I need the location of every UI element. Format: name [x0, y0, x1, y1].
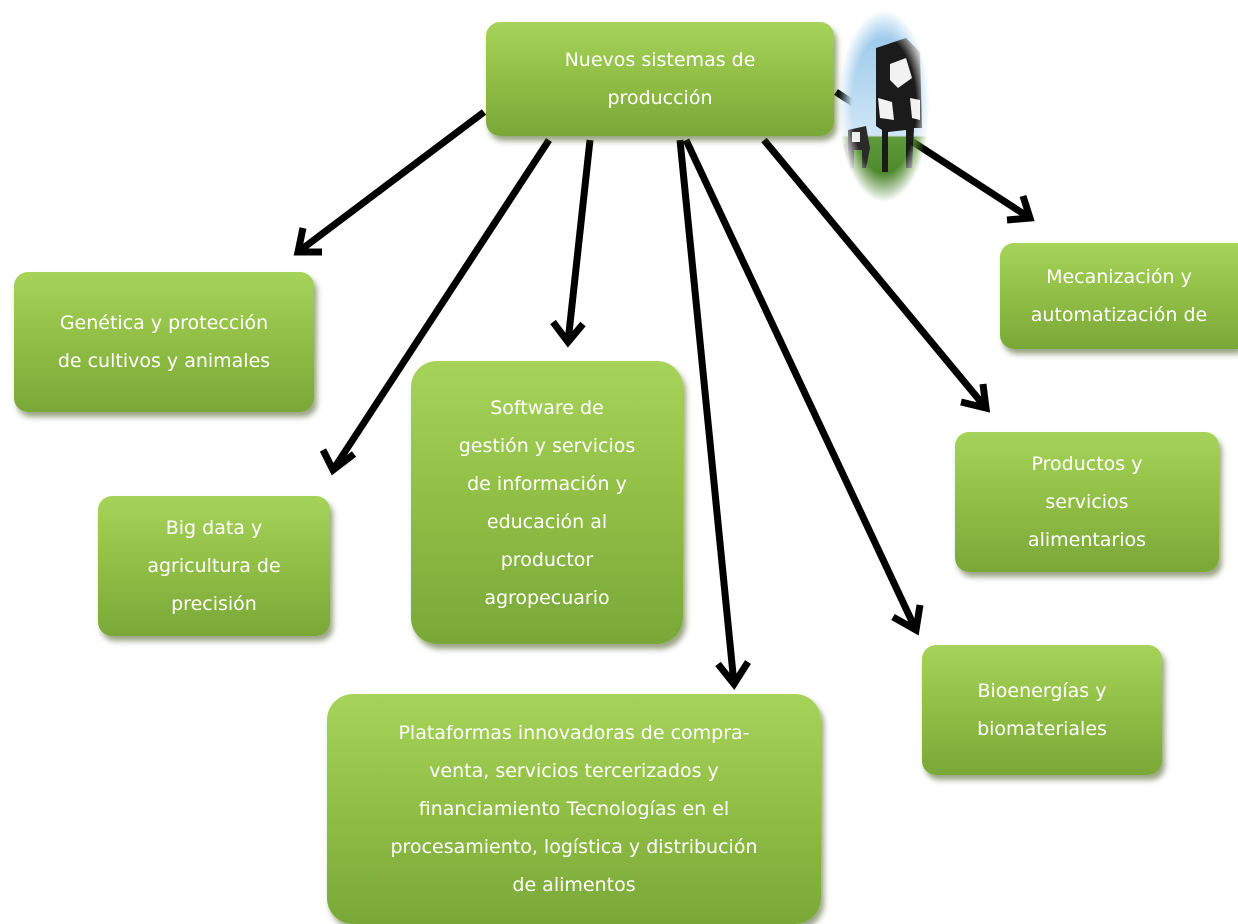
cows-in-pasture-icon — [836, 8, 932, 204]
node-genetica-label: Genética y protección de cultivos y anim… — [57, 312, 271, 372]
node-bigdata-label: Big data y agricultura de precisión — [147, 517, 281, 615]
node-plataformas: Plataformas innovadoras de compra- venta… — [327, 694, 821, 924]
node-productos-label: Productos y servicios alimentarios — [1027, 453, 1147, 551]
node-bigdata: Big data y agricultura de precisión — [98, 496, 330, 636]
node-plataformas-label: Plataformas innovadoras de compra- venta… — [390, 722, 758, 896]
node-bioenergias-label: Bioenergías y biomateriales — [977, 680, 1107, 740]
node-software-label: Software de gestión y servicios de infor… — [458, 396, 636, 609]
arrow-to-bioenergias — [682, 138, 924, 636]
arrow-to-productos — [761, 137, 991, 413]
node-productos: Productos y servicios alimentarios — [955, 432, 1219, 572]
arrow-to-genetica — [293, 109, 487, 256]
root-node: Nuevos sistemas de producción — [486, 22, 834, 136]
node-mecanizacion-label: Mecanización y automatización de — [1030, 266, 1208, 326]
node-bioenergias: Bioenergías y biomateriales — [922, 645, 1162, 775]
node-software: Software de gestión y servicios de infor… — [411, 361, 683, 644]
arrow-to-software — [550, 139, 594, 348]
node-genetica: Genética y protección de cultivos y anim… — [14, 272, 314, 412]
node-mecanizacion: Mecanización y automatización de — [1000, 243, 1238, 349]
arrow-to-bigdata — [319, 138, 552, 476]
root-node-label: Nuevos sistemas de producción — [564, 49, 756, 109]
arrow-to-plataformas — [676, 139, 751, 691]
